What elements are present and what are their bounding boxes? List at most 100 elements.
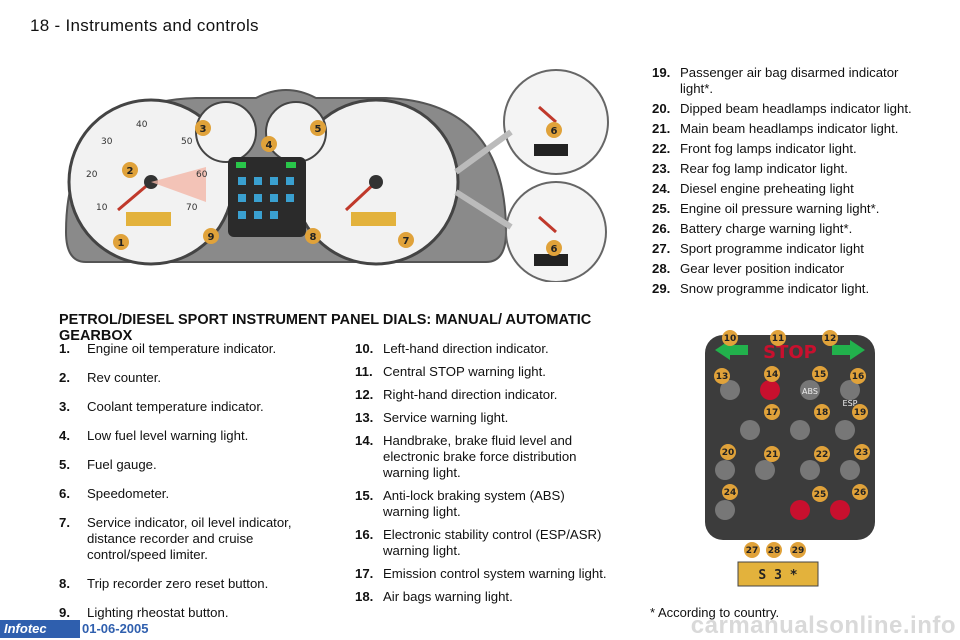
gear-display-text: S 3 *: [758, 568, 797, 583]
legend-item-text: Gear lever position indicator: [680, 261, 845, 276]
callout-badge: 1: [113, 234, 129, 250]
legend-item: 22. Front fog lamps indicator light.: [652, 141, 912, 157]
legend-item-number: 9.: [59, 605, 70, 620]
legend-item-number: 10.: [355, 341, 374, 356]
legend-item-number: 3.: [59, 399, 70, 414]
legend-item: 13.Service warning light.: [355, 410, 610, 426]
legend-item-text: Anti-lock braking system (ABS) warning l…: [383, 488, 565, 519]
svg-text:1: 1: [118, 238, 125, 249]
legend-item-text: Battery charge warning light*.: [680, 221, 853, 236]
svg-text:6: 6: [551, 244, 558, 255]
svg-text:5: 5: [315, 124, 322, 135]
legend-item-text: Dipped beam headlamps indicator light.: [680, 101, 912, 116]
footer-brand: Infotec: [0, 620, 80, 638]
legend-item: 20.Dipped beam headlamps indicator light…: [652, 101, 912, 117]
legend-item: 29.Snow programme indicator light.: [652, 281, 912, 297]
legend-item-text: Lighting rheostat button.: [87, 605, 229, 620]
legend-item-number: 21.: [652, 121, 671, 136]
left-arrow-icon: [715, 340, 748, 360]
svg-text:6: 6: [551, 126, 558, 137]
legend-item-number: 23.: [652, 161, 671, 176]
legend-item-text: Handbrake, brake fluid level and electro…: [383, 433, 577, 480]
legend-item-text: Left-hand direction indicator.: [383, 341, 549, 356]
callout-badge: 29: [792, 546, 805, 556]
callout-badge: 13: [716, 372, 729, 382]
legend-item: 21. Main beam headlamps indicator light.: [652, 121, 912, 137]
callout-badge: 14: [766, 370, 779, 380]
gear-position-display: [737, 561, 819, 587]
svg-text:9: 9: [208, 232, 215, 243]
legend-item: 26. Battery charge warning light*.: [652, 221, 912, 237]
legend-item: 12.Right-hand direction indicator.: [355, 387, 610, 403]
callout-badge: 10: [724, 334, 737, 344]
legend-item-number: 14.: [355, 433, 374, 448]
coolant-dial: [195, 101, 257, 163]
legend-column-1: 1. Engine oil temperature indicator. 2. Rev…: [59, 341, 319, 621]
legend-item-number: 16.: [355, 527, 374, 542]
callout-badge: 9: [203, 228, 219, 244]
legend-item: 4.Low fuel level warning light.: [59, 428, 319, 444]
legend-item-text: Rev counter.: [87, 370, 162, 385]
legend-item-number: 26.: [652, 221, 671, 236]
callout-badge: 7: [398, 232, 414, 248]
instrument-cluster-figure: 10 20 30 40 50 60 70 1 2 3 4 5 6 7 8 9 6: [64, 69, 609, 282]
legend-item-number: 19.: [652, 65, 671, 80]
callout-badge: 2: [122, 162, 138, 178]
dial-tick-label: 10: [96, 203, 108, 213]
svg-text:8: 8: [310, 232, 317, 243]
legend-item-number: 4.: [59, 428, 70, 443]
callout-badge: 21: [766, 450, 779, 460]
legend-item: 18.Air bags warning light.: [355, 589, 610, 605]
callout-badge: 20: [722, 448, 735, 458]
esp-label: ESP: [843, 399, 858, 408]
callout-badge: 3: [195, 120, 211, 136]
legend-item-text: Service warning light.: [383, 410, 509, 425]
legend-item: 16.Electronic stability control (ESP/ASR…: [355, 527, 610, 559]
right-arrow-icon: [832, 340, 865, 360]
section-title: PETROL/DIESEL SPORT INSTRUMENT PANEL DIA…: [59, 312, 592, 344]
legend-item-text: Rear fog lamp indicator light.: [680, 161, 848, 176]
legend-item-number: 28.: [652, 261, 671, 276]
callout-badge: 11: [772, 334, 785, 344]
svg-text:4: 4: [266, 140, 273, 151]
svg-text:2: 2: [127, 166, 134, 177]
stop-label: STOP: [763, 342, 817, 363]
legend-column-3: 19.Passenger air bag disarmed indicator …: [652, 65, 912, 297]
svg-text:7: 7: [403, 236, 410, 247]
legend-item: 2. Rev counter.: [59, 370, 319, 386]
footer-watermark: carmanualsonline.info: [690, 612, 956, 639]
callout-badge: 17: [766, 408, 779, 418]
legend-item-text: Trip recorder zero reset button.: [87, 576, 269, 591]
legend-item-text: Fuel gauge.: [87, 457, 157, 472]
legend-item-text: Snow programme indicator light.: [680, 281, 870, 296]
callout-badge: 22: [816, 450, 829, 460]
legend-item: 1. Engine oil temperature indicator.: [59, 341, 319, 357]
legend-item-number: 25.: [652, 201, 671, 216]
dial-tick-label: 70: [186, 203, 198, 213]
legend-item: 9. Lighting rheostat button.: [59, 605, 319, 621]
callout-badge: 5: [310, 120, 326, 136]
legend-item-number: 2.: [59, 370, 70, 385]
legend-item-text: Main beam headlamps indicator light.: [680, 121, 899, 136]
callout-badge: 19: [854, 408, 867, 418]
callout-badge: 23: [856, 448, 869, 458]
legend-item-text: Central STOP warning light.: [383, 364, 546, 379]
callout-badge: 25: [814, 490, 827, 500]
legend-item-text: Emission control system warning light.: [383, 566, 607, 581]
legend-item: 14. Handbrake, brake fluid level and elec…: [355, 433, 610, 481]
legend-item-number: 22.: [652, 141, 671, 156]
legend-item: 17. Emission control system warning light…: [355, 566, 610, 582]
warning-panel-background: [705, 335, 875, 540]
legend-item-number: 1.: [59, 341, 70, 356]
callout-badge: 27: [746, 546, 759, 556]
legend-item-number: 17.: [355, 566, 374, 581]
callout-badge: 15: [814, 370, 827, 380]
legend-item-text: Engine oil temperature indicator.: [87, 341, 277, 356]
callout-badge: 28: [768, 546, 781, 556]
legend-item-text: Front fog lamps indicator light.: [680, 141, 857, 156]
callout-badge: 6: [546, 240, 562, 256]
legend-item: 7.Service indicator, oil level indicator…: [59, 515, 319, 563]
callout-badge: 8: [305, 228, 321, 244]
legend-item-number: 11.: [355, 364, 373, 379]
legend-item-number: 27.: [652, 241, 671, 256]
